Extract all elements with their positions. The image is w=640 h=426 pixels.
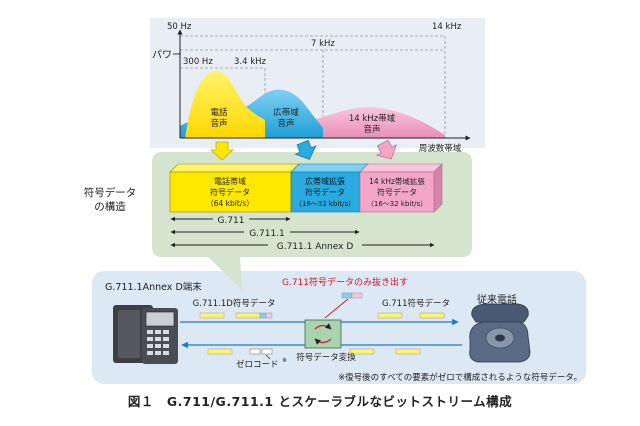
range-g7111-label: G.711.1 xyxy=(249,229,285,239)
wideband-block-line-2: 符号データ xyxy=(305,187,345,197)
structure-side-label-1: 符号データ xyxy=(84,186,137,199)
spectrum-panel: 50 Hz 14 kHz 7 kHz 300 Hz 3.4 kHz パワー 電話… xyxy=(150,18,485,154)
extract-label: G.711符号データのみ抜き出す xyxy=(282,276,408,288)
right-data-label: G.711符号データ xyxy=(382,298,450,309)
telephone-block-line-2: 符号データ xyxy=(210,187,250,197)
khz14-block-line-2: 符号データ xyxy=(377,187,417,197)
wideband-voice-label-2: 音声 xyxy=(277,118,294,129)
zero-code-footnote: ※復号後のすべての要素がゼロで構成されるような符号データ。 xyxy=(338,372,582,383)
freq-7khz-label: 7 kHz xyxy=(311,39,335,49)
telephone-down-arrow xyxy=(209,141,235,161)
figure-caption: 図１ G.711/G.711.1 とスケーラブルなビットストリーム構成 xyxy=(127,394,513,409)
telephone-block-line-1: 電話帯域 xyxy=(214,176,246,186)
band-arrows xyxy=(209,139,397,161)
telephone-voice-label-1: 電話 xyxy=(210,107,228,118)
wideband-voice-label-1: 広帯域 xyxy=(273,107,299,118)
telephone-band-block xyxy=(169,171,292,213)
ip-phone-terminal xyxy=(113,305,178,364)
telephone-block-line-3: （64 kbit/s） xyxy=(206,199,254,208)
khz14-voice-label-2: 音声 xyxy=(363,124,380,135)
converter-label: 符号データ変換 xyxy=(296,352,356,363)
network-contents: G.711.1Annex D端末 G.711符号データのみ抜き出す G.711.… xyxy=(105,276,582,383)
range-g711-label: G.711 xyxy=(217,216,244,226)
wideband-down-arrow xyxy=(294,139,317,160)
freq-14khz-label: 14 kHz xyxy=(432,22,462,32)
structure-side-label-2: の構造 xyxy=(94,200,126,213)
left-data-label: G.711.1D符号データ xyxy=(193,298,276,309)
extract-pointer xyxy=(324,298,349,319)
power-axis-label: パワー xyxy=(152,49,182,61)
bottom-data-stream xyxy=(207,348,421,355)
legacy-phone xyxy=(469,303,531,363)
terminal-label: G.711.1Annex D端末 xyxy=(105,281,202,293)
khz14-block xyxy=(359,171,435,213)
freq-50hz-label: 50 Hz xyxy=(167,22,192,32)
freq-3-4khz-label: 3.4 kHz xyxy=(234,57,267,67)
curve-telephone xyxy=(185,70,265,138)
codec-blocks: 電話帯域 符号データ （64 kbit/s） 広帯域拡張 符号データ （16～3… xyxy=(169,163,443,213)
wideband-block-line-1: 広帯域拡張 xyxy=(305,176,345,186)
khz14-voice-label-1: 14 kHz帯域 xyxy=(349,113,396,124)
telephone-voice-label-2: 音声 xyxy=(210,118,227,129)
range-annexd-label: G.711.1 Annex D xyxy=(277,242,354,252)
wideband-block xyxy=(290,171,361,213)
zero-code-label: ゼロコード xyxy=(236,359,279,370)
zero-code-mark: ※ xyxy=(282,357,287,364)
khz14-down-arrow xyxy=(375,139,397,160)
legacy-phone-label: 従来電話 xyxy=(477,293,517,306)
range-arrows: G.711 G.711.1 G.711.1 Annex D xyxy=(170,213,435,252)
converter-box xyxy=(304,319,342,349)
top-data-stream xyxy=(199,292,445,319)
khz14-block-line-3: （16～32 kbit/s） xyxy=(367,200,427,208)
frequency-band-label: 周波数帯域 xyxy=(419,143,462,154)
wideband-block-line-3: （16～32 kbit/s） xyxy=(295,200,355,208)
freq-300hz-label: 300 Hz xyxy=(183,57,213,67)
khz14-block-line-1: 14 kHz帯域拡張 xyxy=(369,176,425,186)
